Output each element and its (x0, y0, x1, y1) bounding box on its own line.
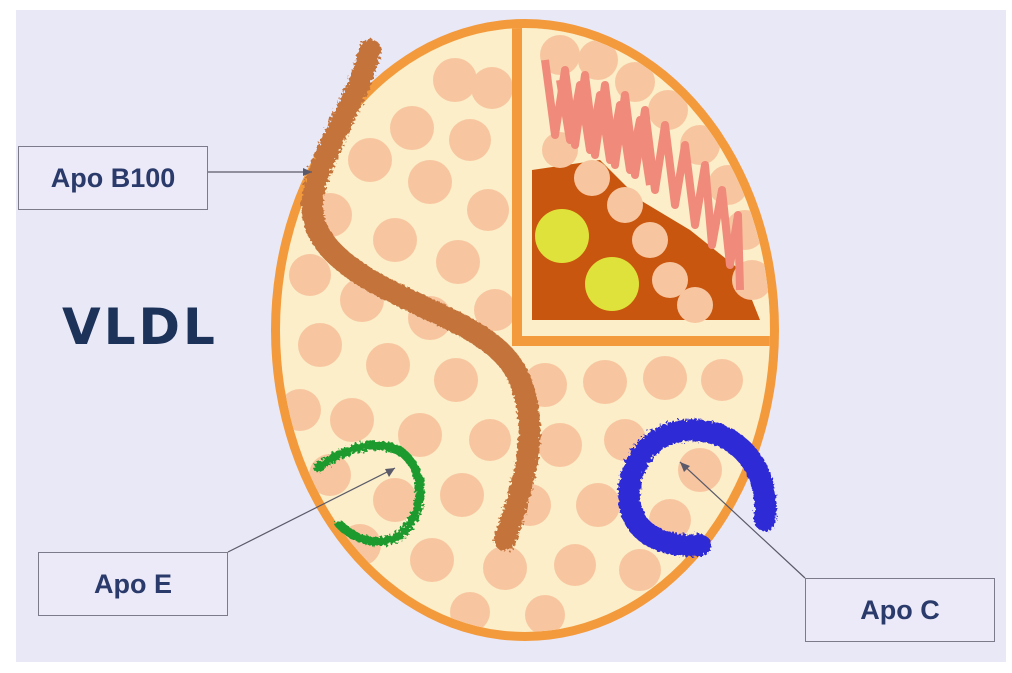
diagram-title: VLDL (62, 298, 218, 356)
vldl-particle (271, 18, 782, 641)
cholesterol-droplet (585, 257, 639, 311)
label-apo-c: Apo C (805, 578, 995, 642)
label-apo-e: Apo E (38, 552, 228, 616)
cholesterol-droplet (535, 209, 589, 263)
label-apo-b100: Apo B100 (18, 146, 208, 210)
